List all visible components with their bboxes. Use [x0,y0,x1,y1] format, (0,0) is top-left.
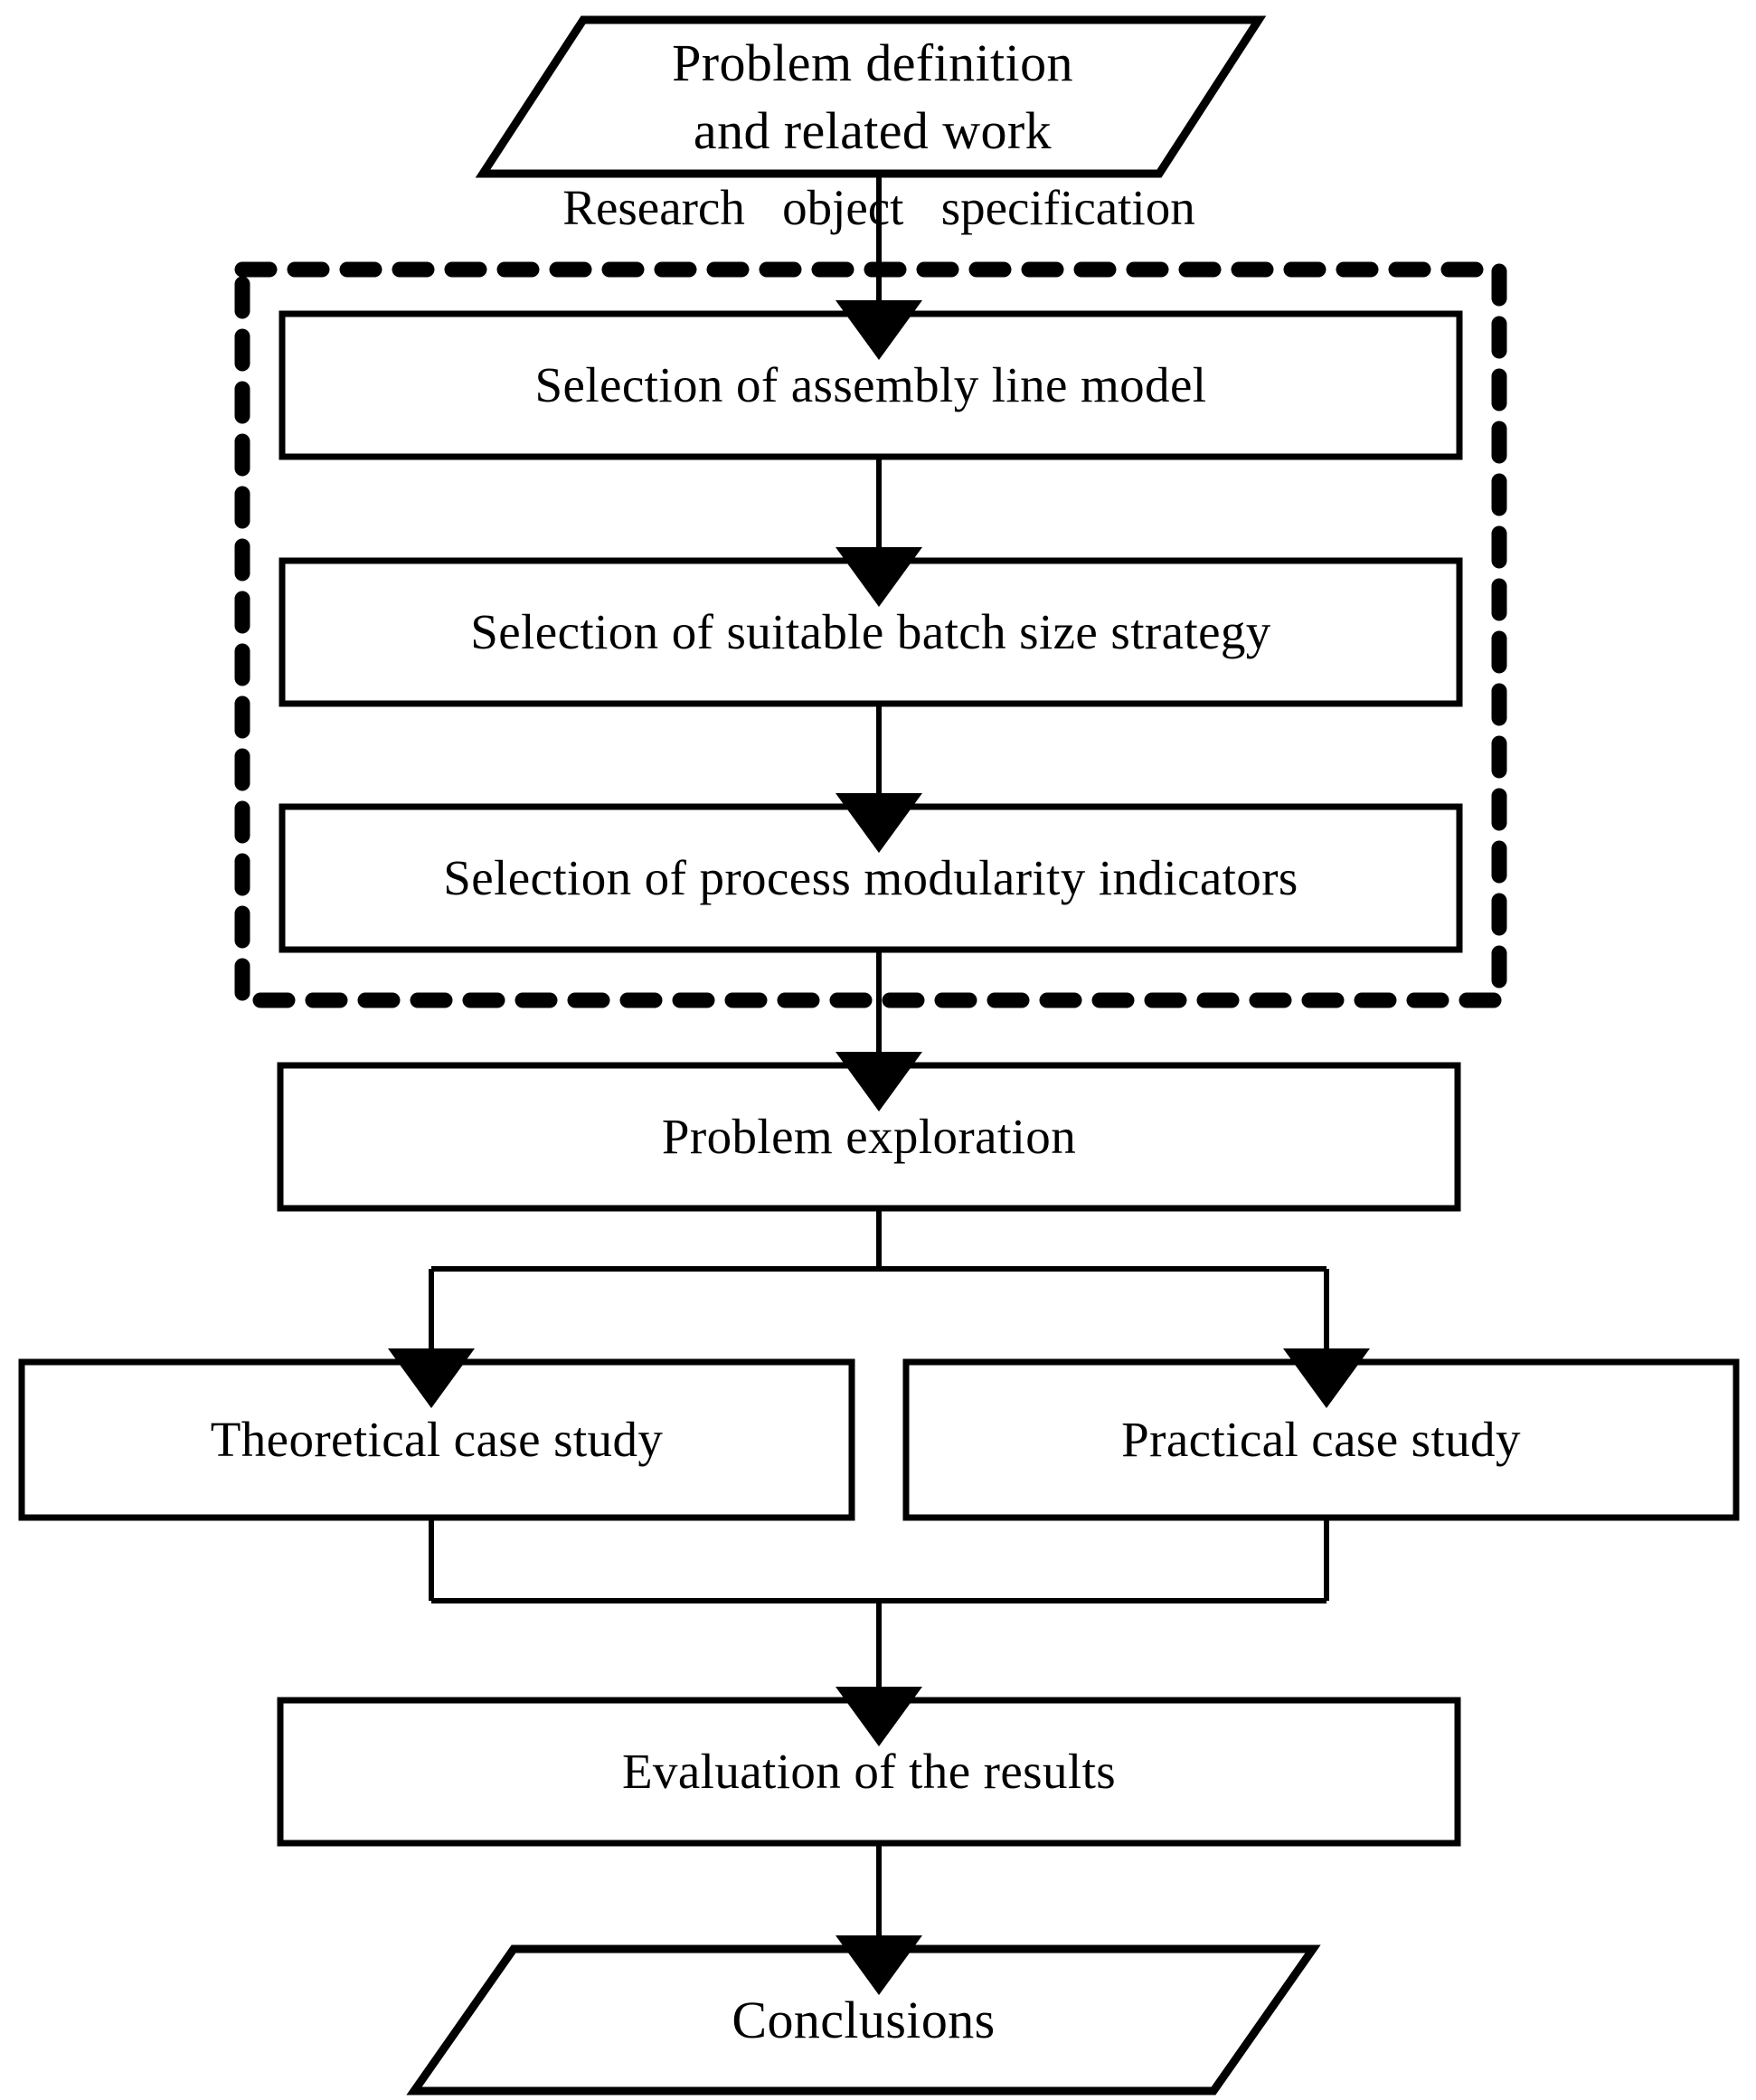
research-object-specification-edge-label: Research object specification [562,180,1195,235]
select-indicators-box-label: Selection of process modularity indicato… [443,850,1298,906]
conclusions-terminal-label: Conclusions [732,1990,996,2049]
practical-case-box-label: Practical case study [1121,1412,1521,1468]
select-model-box-label: Selection of assembly line model [534,357,1207,413]
problem-exploration-box-label: Problem exploration [661,1109,1077,1165]
evaluation-box-label: Evaluation of the results [621,1744,1117,1800]
select-batch-box-label: Selection of suitable batch size strateg… [470,604,1271,660]
theoretical-case-box-label: Theoretical case study [210,1412,664,1468]
start-terminal-label: Problem definition and related work [672,33,1073,160]
